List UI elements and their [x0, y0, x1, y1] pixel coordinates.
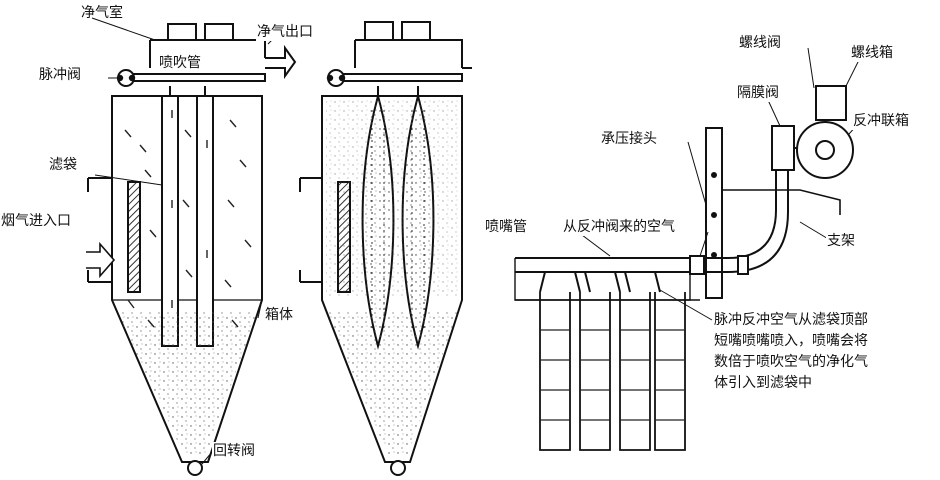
- label-nozzle-pipe: 喷嘴管: [484, 218, 528, 236]
- label-solenoid-box: 螺线箱: [850, 44, 894, 62]
- right-bag-rings: [540, 329, 685, 421]
- right-assembly: [514, 85, 854, 451]
- note-line: 体引入到滤袋中: [714, 375, 812, 391]
- leader-lines: [91, 17, 861, 465]
- pulse-jet-note: 脉冲反冲空气从滤袋顶部 短嘴喷嘴喷入，喷嘴会将 数倍于喷吹空气的净化气 体引入到…: [714, 310, 868, 394]
- left-flow-arrows: [124, 110, 252, 328]
- label-air-from-valve: 从反冲阀来的空气: [562, 218, 676, 236]
- label-clean-chamber: 净气室: [81, 5, 123, 21]
- label-pulse-valve: 脉冲阀: [39, 67, 81, 83]
- label-reverse-jet-box: 反冲联箱: [852, 112, 910, 130]
- middle-baghouse: [299, 21, 472, 476]
- note-line: 短嘴喷嘴喷入，喷嘴会将: [714, 333, 868, 349]
- left-baghouse: [86, 23, 297, 476]
- label-blowpipe: 喷吹管: [158, 54, 202, 72]
- label-rotary-valve: 回转阀: [212, 442, 256, 460]
- note-line: 数倍于喷吹空气的净化气: [714, 354, 868, 370]
- middle-bag-dashes: [371, 110, 425, 330]
- label-flue-gas-inlet: 烟气进入口: [1, 213, 71, 229]
- label-solenoid-valve: 螺线阀: [738, 34, 782, 52]
- label-bracket: 支架: [826, 232, 856, 250]
- label-filter-bag: 滤袋: [49, 157, 77, 173]
- note-line: 脉冲反冲空气从滤袋顶部: [714, 312, 868, 328]
- label-pressure-fitting: 承压接头: [600, 130, 658, 148]
- label-housing: 箱体: [264, 306, 294, 324]
- label-diaphragm-valve: 隔膜阀: [736, 84, 780, 102]
- label-clean-gas-outlet: 净气出口: [256, 23, 314, 41]
